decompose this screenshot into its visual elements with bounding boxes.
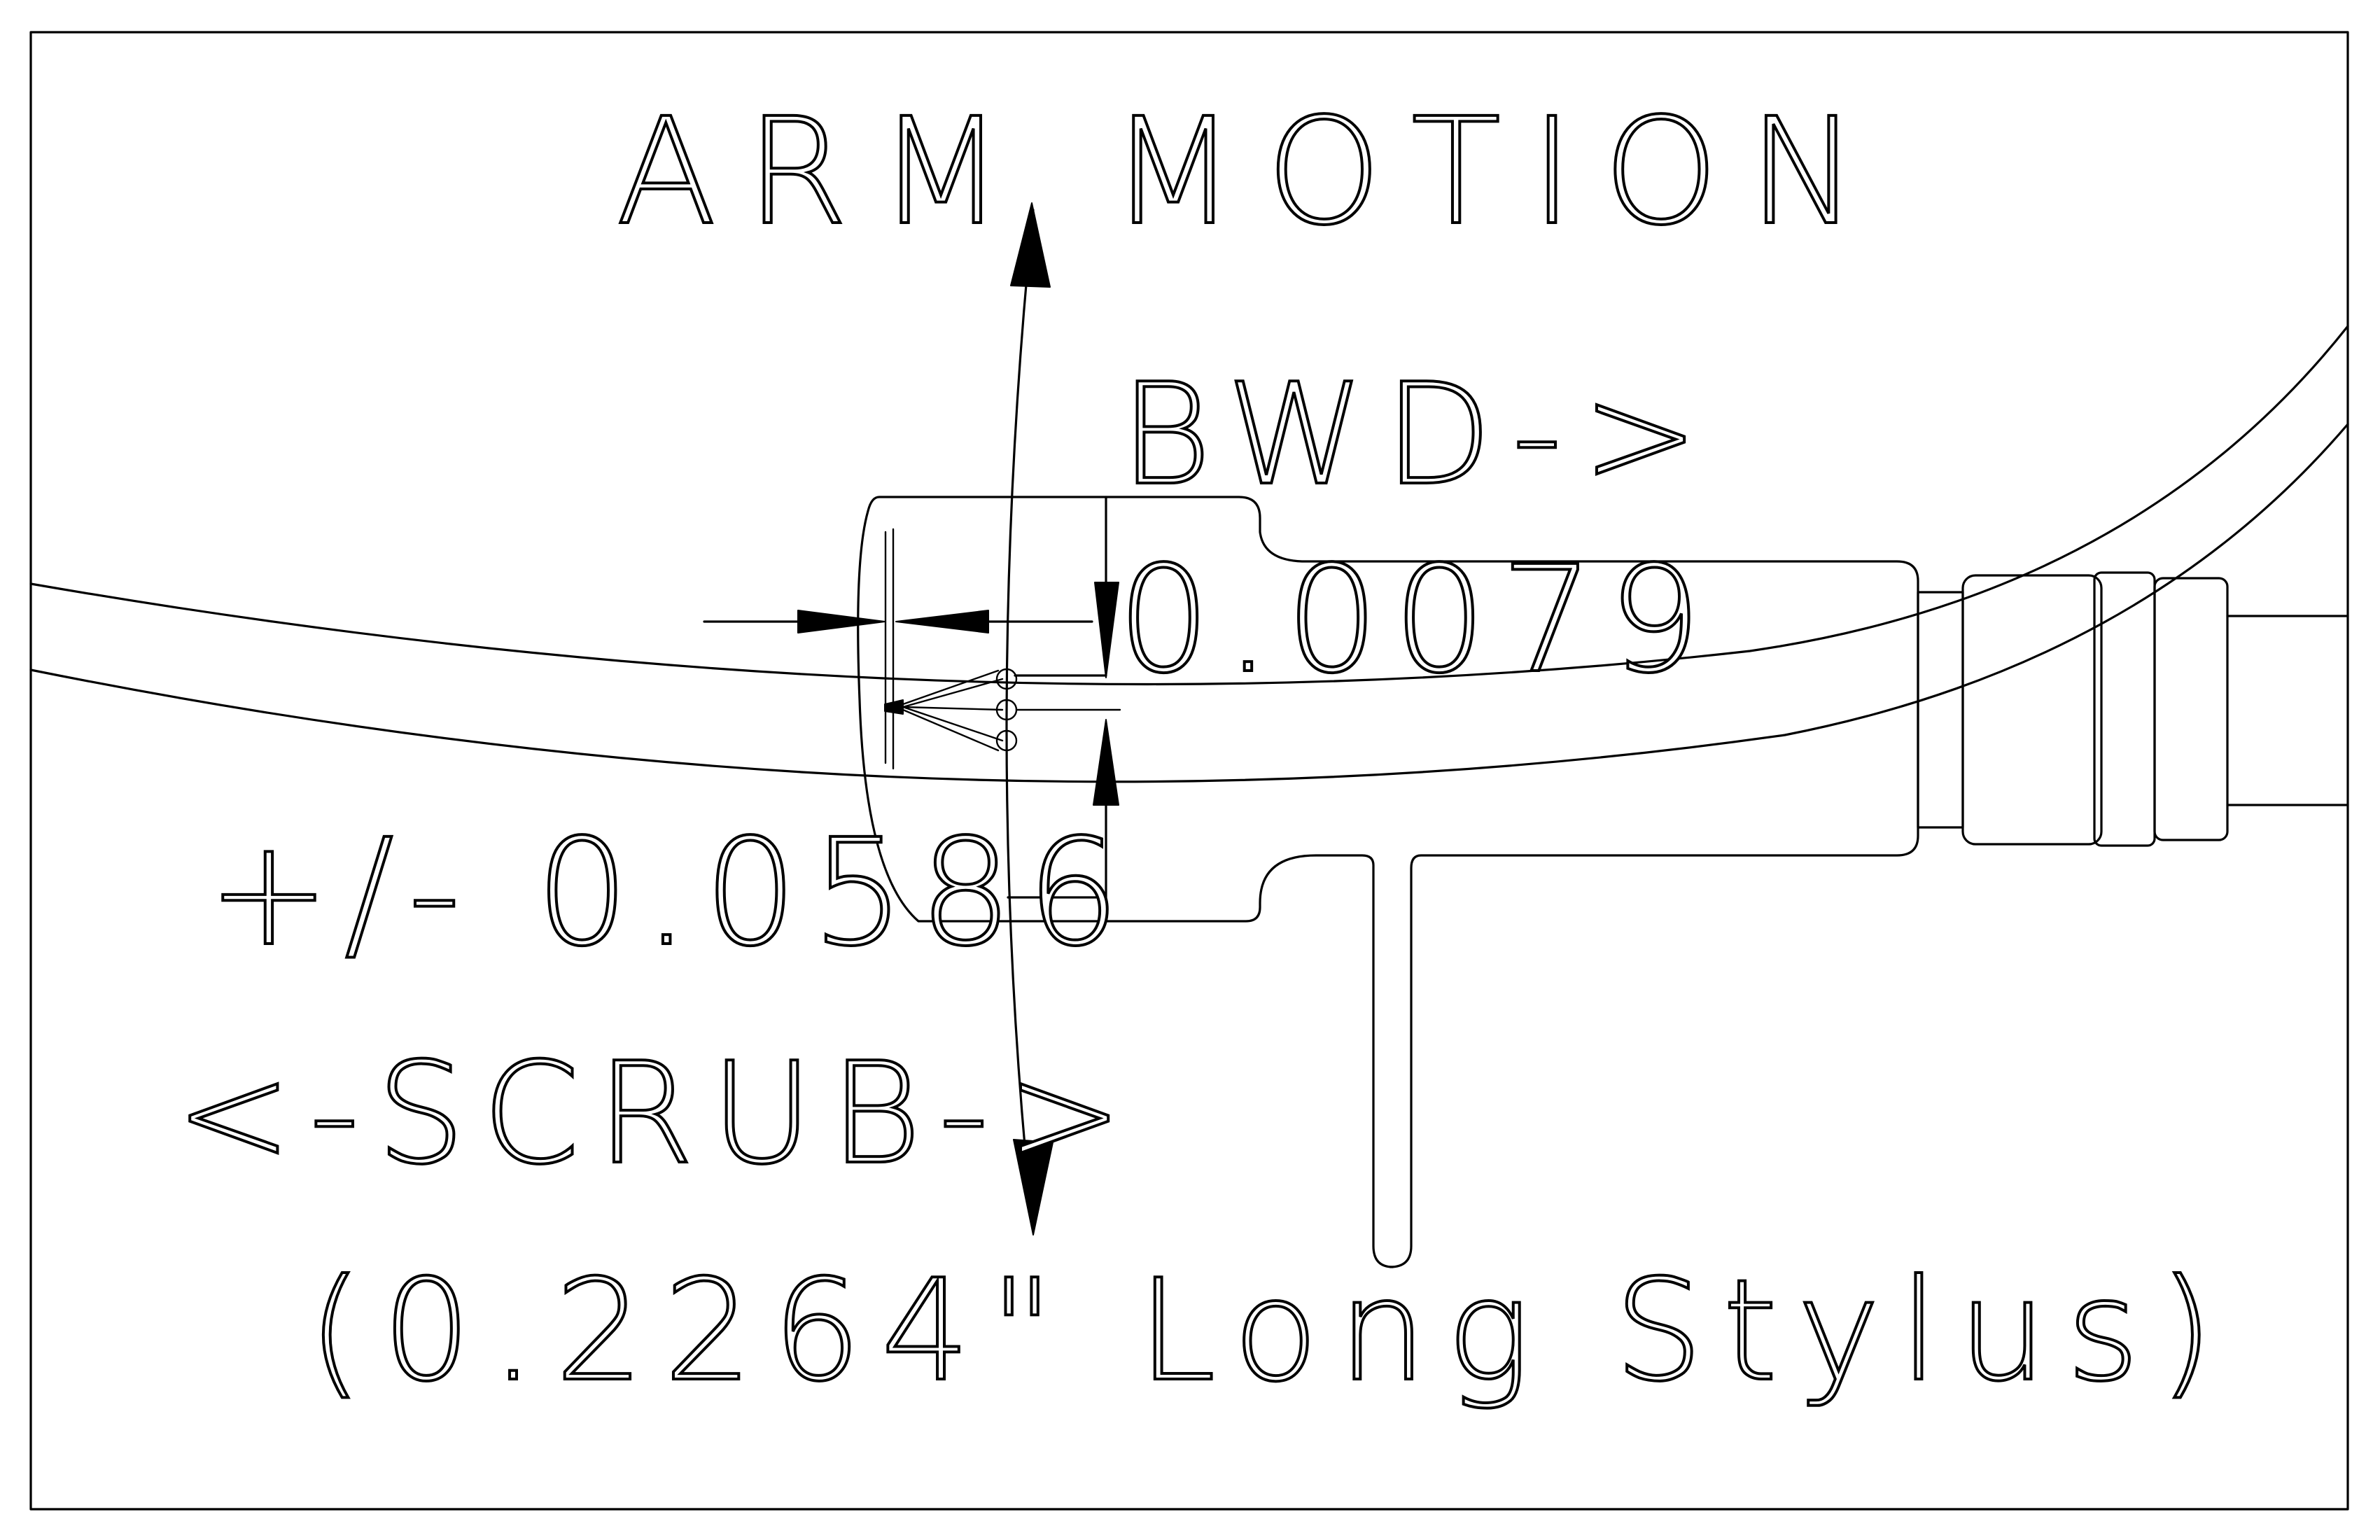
scrub-direction-label: <-SCRUB->	[175, 1032, 1140, 1196]
surface-curve-upper	[29, 325, 2349, 686]
stylus-connector	[1917, 571, 2349, 847]
stylus-tip-fan	[884, 528, 1121, 770]
stylus-body-outline	[857, 496, 1919, 1268]
offset-dimension-value: 0.0079	[1117, 534, 1716, 706]
bwd-direction-label: BWD->	[1120, 354, 1718, 517]
arm-motion-arrowhead-up	[1010, 202, 1051, 288]
offset-dimension-lines	[703, 610, 1093, 634]
surface-curve-lower	[29, 423, 2349, 783]
arm-motion-label: ARM MOTION	[616, 86, 1888, 258]
arm-motion-arrow	[1005, 202, 1054, 1236]
drawing-border	[29, 31, 2349, 1511]
tolerance-dimension-value: +/- 0.0586	[207, 807, 1134, 979]
arm-motion-arrowhead-down	[1013, 1139, 1054, 1236]
tolerance-dimension-lines	[1007, 496, 1119, 899]
stylus-length-note: (0.2264" Long Stylus)	[308, 1250, 2233, 1413]
